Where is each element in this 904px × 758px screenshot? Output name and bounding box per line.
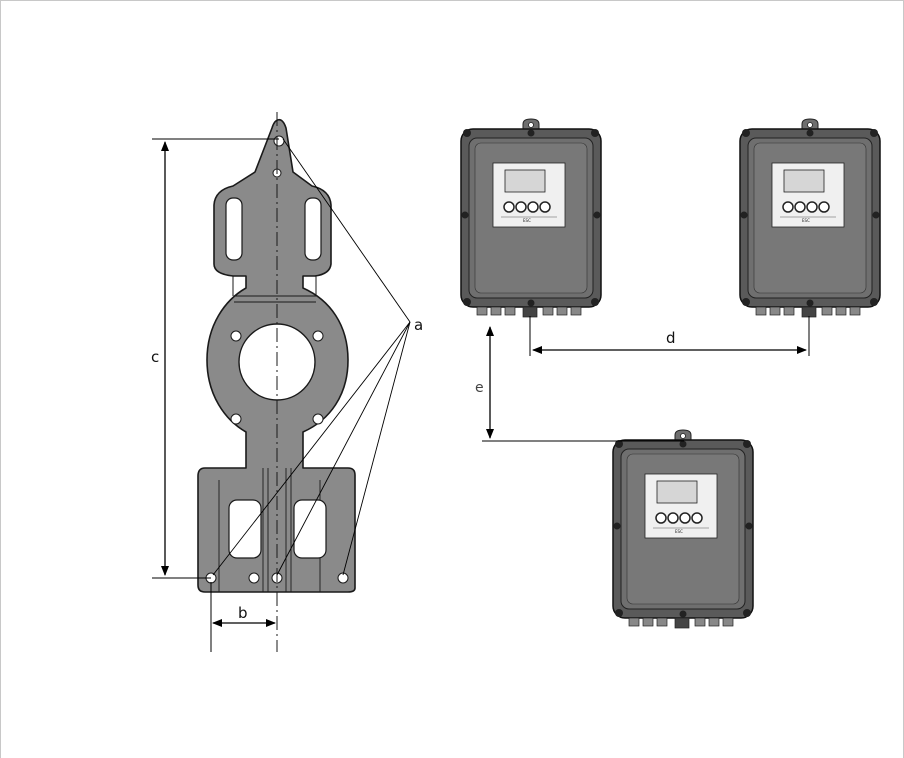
esc-caption: ESC <box>523 218 531 223</box>
mounting-hole <box>230 413 242 425</box>
esc-caption: ESC <box>675 529 683 534</box>
slot-upper-left <box>225 197 243 261</box>
esc-caption: ESC <box>802 218 810 223</box>
label-a: a <box>414 316 423 334</box>
housing-top-right: ESC <box>739 118 881 318</box>
mounting-plate <box>197 112 356 652</box>
slot-lower-right <box>293 499 327 559</box>
housing-bottom: ESC <box>612 429 754 629</box>
mounting-hole <box>312 330 324 342</box>
callout-a: a <box>212 138 423 576</box>
slot-lower-left <box>228 499 262 559</box>
mounting-hole-bottom <box>248 572 260 584</box>
label-b: b <box>238 604 248 622</box>
housing-top-left: ESC <box>460 118 602 318</box>
slot-upper-right <box>304 197 322 261</box>
dimension-b: b <box>210 582 276 652</box>
frame-left-border <box>0 0 1 758</box>
frame-top-border <box>0 0 904 1</box>
mounting-hole <box>312 413 324 425</box>
mounting-hole <box>230 330 242 342</box>
mounting-hole-top <box>273 135 285 147</box>
label-d: d <box>666 329 676 347</box>
mounting-hole-bottom <box>337 572 349 584</box>
label-c: c <box>151 348 159 366</box>
dimension-e: e <box>474 326 684 442</box>
dimension-c: c <box>150 138 279 579</box>
dimension-d: d <box>529 316 810 356</box>
label-e: e <box>475 380 484 396</box>
